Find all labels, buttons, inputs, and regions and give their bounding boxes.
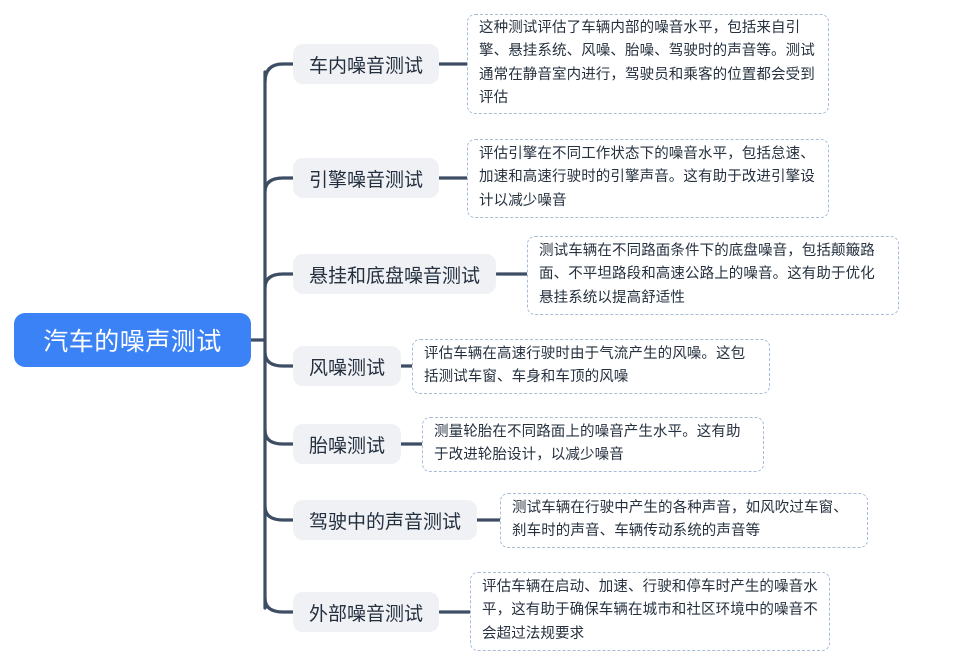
branch-node-4-label: 风噪测试 — [309, 357, 386, 379]
description-box-3-text: 测试车辆在不同路面条件下的底盘噪音，包括颠簸路面、不平坦路段和高速公路上的噪音。… — [539, 242, 875, 306]
branch-node-4[interactable]: 风噪测试 — [293, 346, 402, 386]
description-box-7: 评估车辆在启动、加速、行驶和停车时产生的噪音水平，这有助于确保车辆在城市和社区环… — [470, 572, 830, 651]
description-box-3: 测试车辆在不同路面条件下的底盘噪音，包括颠簸路面、不平坦路段和高速公路上的噪音。… — [527, 236, 899, 315]
description-box-1: 这种测试评估了车辆内部的噪音水平，包括来自引擎、悬挂系统、风噪、胎噪、驾驶时的声… — [467, 14, 829, 114]
description-box-6: 测试车辆在行驶中产生的各种声音，如风吹过车窗、刹车时的声音、车辆传动系统的声音等 — [500, 493, 868, 548]
description-box-6-text: 测试车辆在行驶中产生的各种声音，如风吹过车窗、刹车时的声音、车辆传动系统的声音等 — [512, 499, 848, 539]
description-box-1-text: 这种测试评估了车辆内部的噪音水平，包括来自引擎、悬挂系统、风噪、胎噪、驾驶时的声… — [479, 19, 815, 106]
description-box-4-text: 评估车辆在高速行驶时由于气流产生的风噪。这包括测试车窗、车身和车顶的风噪 — [424, 345, 746, 385]
branch-elbow-4 — [263, 350, 295, 368]
branch-elbow-7 — [263, 596, 295, 614]
branch-node-5-label: 胎噪测试 — [309, 435, 386, 457]
description-box-4: 评估车辆在高速行驶时由于气流产生的风噪。这包括测试车窗、车身和车顶的风噪 — [412, 339, 770, 394]
branch-node-6-label: 驾驶中的声音测试 — [309, 511, 462, 533]
branch-node-7-label: 外部噪音测试 — [309, 603, 424, 625]
branch-elbow-5 — [263, 428, 295, 446]
branch-elbow-1 — [263, 62, 295, 84]
branch-node-3-label: 悬挂和底盘噪音测试 — [309, 265, 481, 287]
description-box-5: 测量轮胎在不同路面上的噪音产生水平。这有助于改进轮胎设计，以减少噪音 — [422, 417, 764, 472]
branch-node-7[interactable]: 外部噪音测试 — [293, 592, 440, 632]
branch-node-1[interactable]: 车内噪音测试 — [293, 44, 440, 84]
branch-node-3[interactable]: 悬挂和底盘噪音测试 — [293, 254, 497, 294]
branch-node-2-label: 引擎噪音测试 — [309, 169, 424, 191]
description-box-7-text: 评估车辆在启动、加速、行驶和停车时产生的噪音水平，这有助于确保车辆在城市和社区环… — [482, 578, 818, 642]
branch-elbow-3 — [263, 272, 295, 290]
description-box-5-text: 测量轮胎在不同路面上的噪音产生水平。这有助于改进轮胎设计，以减少噪音 — [434, 423, 741, 463]
root-node-label: 汽车的噪声测试 — [43, 328, 222, 356]
branch-node-2[interactable]: 引擎噪音测试 — [293, 158, 440, 198]
branch-elbow-2 — [263, 176, 295, 194]
description-box-2-text: 评估引擎在不同工作状态下的噪音水平，包括怠速、加速和高速行驶时的引擎声音。这有助… — [479, 145, 815, 209]
description-box-2: 评估引擎在不同工作状态下的噪音水平，包括怠速、加速和高速行驶时的引擎声音。这有助… — [467, 139, 829, 218]
branch-node-5[interactable]: 胎噪测试 — [293, 424, 402, 464]
branch-node-1-label: 车内噪音测试 — [309, 55, 424, 77]
branch-node-6[interactable]: 驾驶中的声音测试 — [293, 500, 478, 540]
branch-elbow-6 — [263, 504, 295, 522]
root-node[interactable]: 汽车的噪声测试 — [14, 313, 251, 367]
